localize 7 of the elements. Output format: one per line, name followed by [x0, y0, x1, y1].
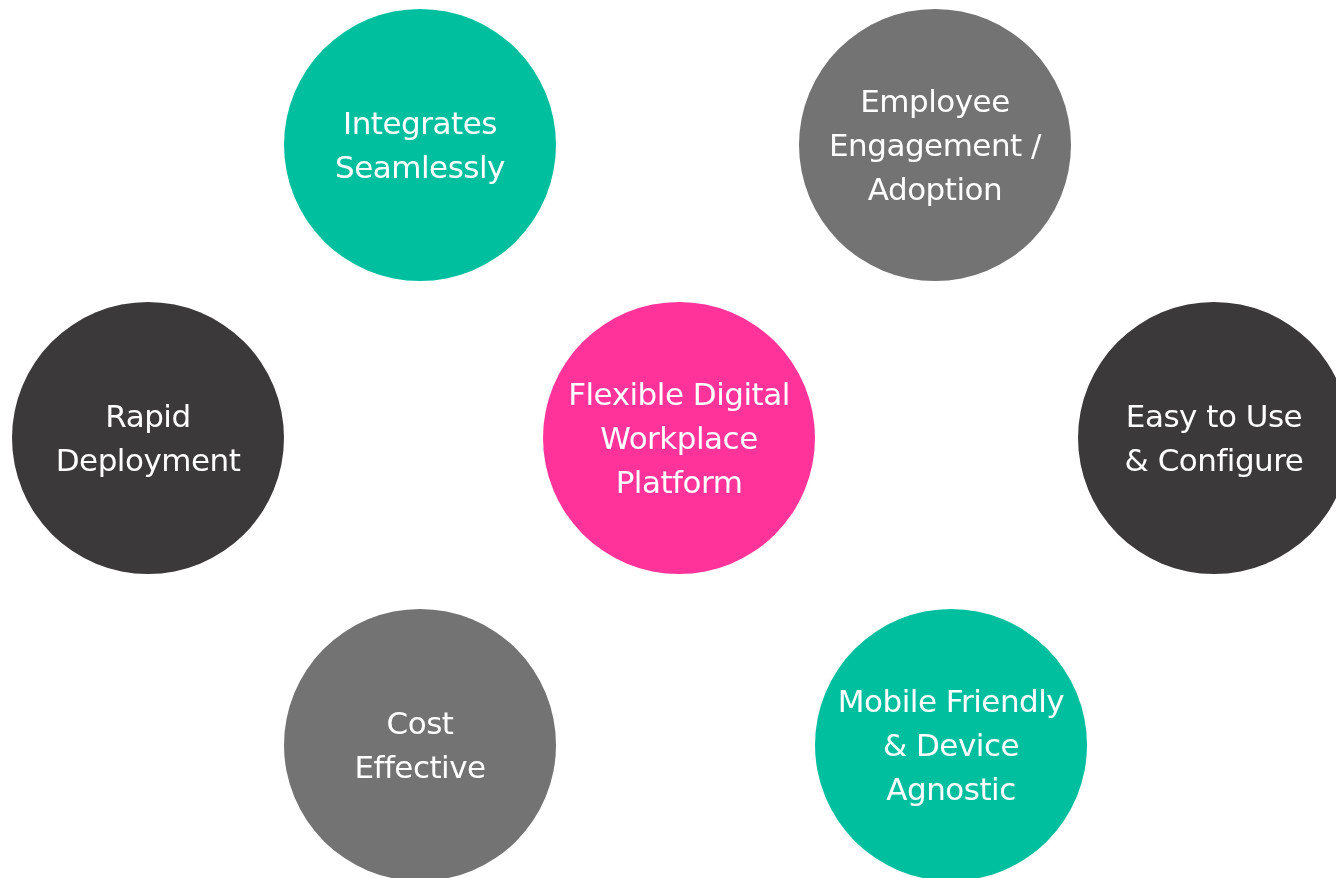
feature-label: Rapid Deployment [54, 397, 242, 480]
feature-label: Integrates Seamlessly [334, 104, 506, 187]
feature-label: Flexible Digital Workplace Platform [567, 375, 791, 502]
feature-label: Cost Effective [353, 704, 487, 787]
feature-label: Mobile Friendly & Device Agnostic [836, 682, 1066, 809]
feature-label: Easy to Use & Configure [1123, 397, 1305, 480]
feature-label: Employee Engagement / Adoption [828, 82, 1043, 209]
